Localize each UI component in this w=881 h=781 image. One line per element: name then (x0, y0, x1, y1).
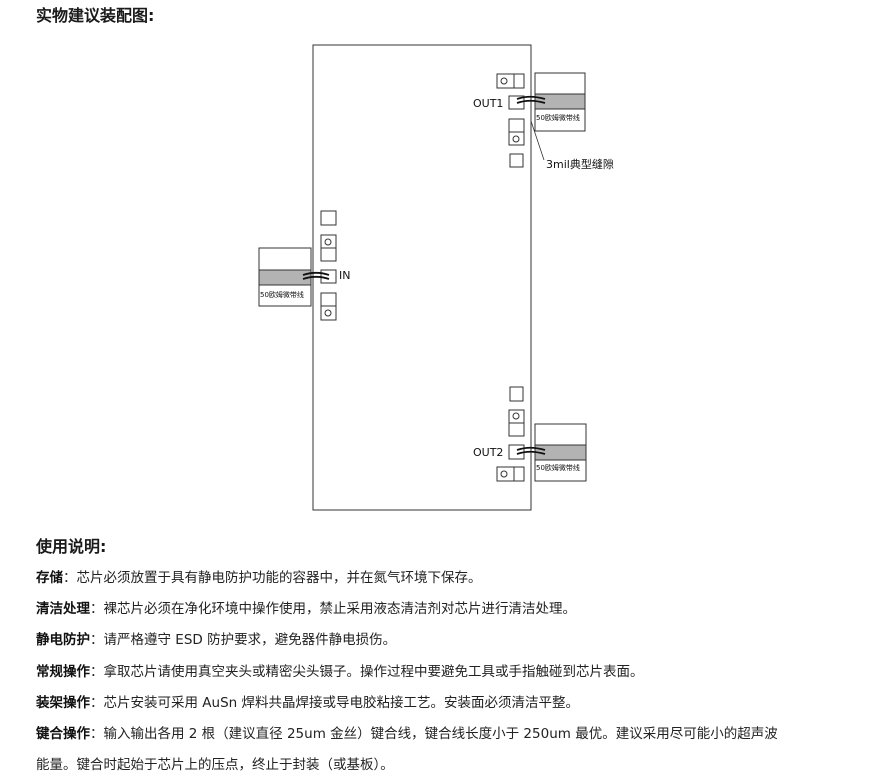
in-microstrip (258, 269, 312, 286)
in-board-label: 50欧姆微带线 (260, 290, 304, 299)
instruction-label: 清洁处理 (36, 601, 90, 617)
instruction-mounting: 装架操作：芯片安装可采用 AuSn 焊料共晶焊接或导电胶粘接工艺。安装面必须清洁… (36, 688, 856, 719)
out2-ground-pad-top (509, 386, 524, 402)
instruction-label: 键合操作 (36, 726, 90, 742)
instruction-text: ：芯片必须放置于具有静电防护功能的容器中，并在氮气环境下保存。 (63, 570, 482, 586)
instruction-bonding: 键合操作：输入输出各用 2 根（建议直径 25um 金丝）键合线，键合线长度小于… (36, 719, 856, 750)
chip-body (312, 44, 532, 511)
gap-label: 3mil典型缝隙 (546, 157, 614, 171)
instruction-label: 存储 (36, 570, 63, 586)
out2-label: OUT2 (473, 446, 503, 459)
instruction-esd: 静电防护：请严格遵守 ESD 防护要求，避免器件静电损伤。 (36, 625, 856, 656)
out1-bond-wire (516, 95, 546, 100)
in-via (324, 238, 332, 246)
out1-board-label: 50欧姆微带线 (536, 113, 580, 122)
instruction-text: 能量。键合时起始于芯片上的压点，终止于封装（或基板）。 (36, 757, 394, 773)
in-label: IN (339, 269, 350, 282)
out2-port: 50欧姆微带线 OUT2 (473, 386, 587, 482)
instruction-text: ：输入输出各用 2 根（建议直径 25um 金丝）键合线，键合线长度小于 250… (90, 726, 778, 742)
out1-signal-pad (508, 95, 525, 110)
assembly-diagram: 50欧姆微带线 OUT1 3mil典型缝隙 50欧姆微带线 IN (258, 44, 614, 511)
gap-pointer (530, 120, 545, 161)
out1-via (500, 77, 508, 85)
in-bond-wire (302, 271, 330, 276)
instruction-text: ：请严格遵守 ESD 防护要求，避免器件静电损伤。 (90, 632, 397, 648)
out1-ground-pad-lower (508, 118, 525, 133)
in-signal-pad (320, 269, 337, 284)
in-ground-pad-top (320, 210, 337, 226)
instruction-label: 装架操作 (36, 695, 90, 711)
out2-bond-wire (516, 446, 546, 451)
instruction-handling: 常规操作：拿取芯片请使用真空夹头或精密尖头镊子。操作过程中要避免工具或手指触碰到… (36, 657, 856, 688)
assembly-title: 实物建议装配图: (36, 6, 155, 25)
instruction-label: 静电防护 (36, 632, 90, 648)
instruction-text: ：拿取芯片请使用真空夹头或精密尖头镊子。操作过程中要避免工具或手指触碰到芯片表面… (90, 664, 644, 680)
out1-label: OUT1 (473, 97, 503, 110)
instruction-cleaning: 清洁处理：裸芯片必须在净化环境中操作使用，禁止采用液态清洁剂对芯片进行清洁处理。 (36, 594, 856, 625)
instructions-title: 使用说明: (36, 537, 107, 556)
instruction-text: ：裸芯片必须在净化环境中操作使用，禁止采用液态清洁剂对芯片进行清洁处理。 (90, 601, 576, 617)
out2-via (512, 412, 520, 420)
out1-port: 50欧姆微带线 OUT1 3mil典型缝隙 (473, 72, 614, 171)
instruction-storage: 存储：芯片必须放置于具有静电防护功能的容器中，并在氮气环境下保存。 (36, 563, 856, 594)
out2-board-label: 50欧姆微带线 (536, 463, 580, 472)
in-port: 50欧姆微带线 IN (258, 210, 350, 321)
instruction-text: ：芯片安装可采用 AuSn 焊料共晶焊接或导电胶粘接工艺。安装面必须清洁平整。 (90, 695, 579, 711)
instruction-label: 常规操作 (36, 664, 90, 680)
instruction-bonding-continued: 能量。键合时起始于芯片上的压点，终止于封装（或基板）。 (36, 750, 856, 781)
